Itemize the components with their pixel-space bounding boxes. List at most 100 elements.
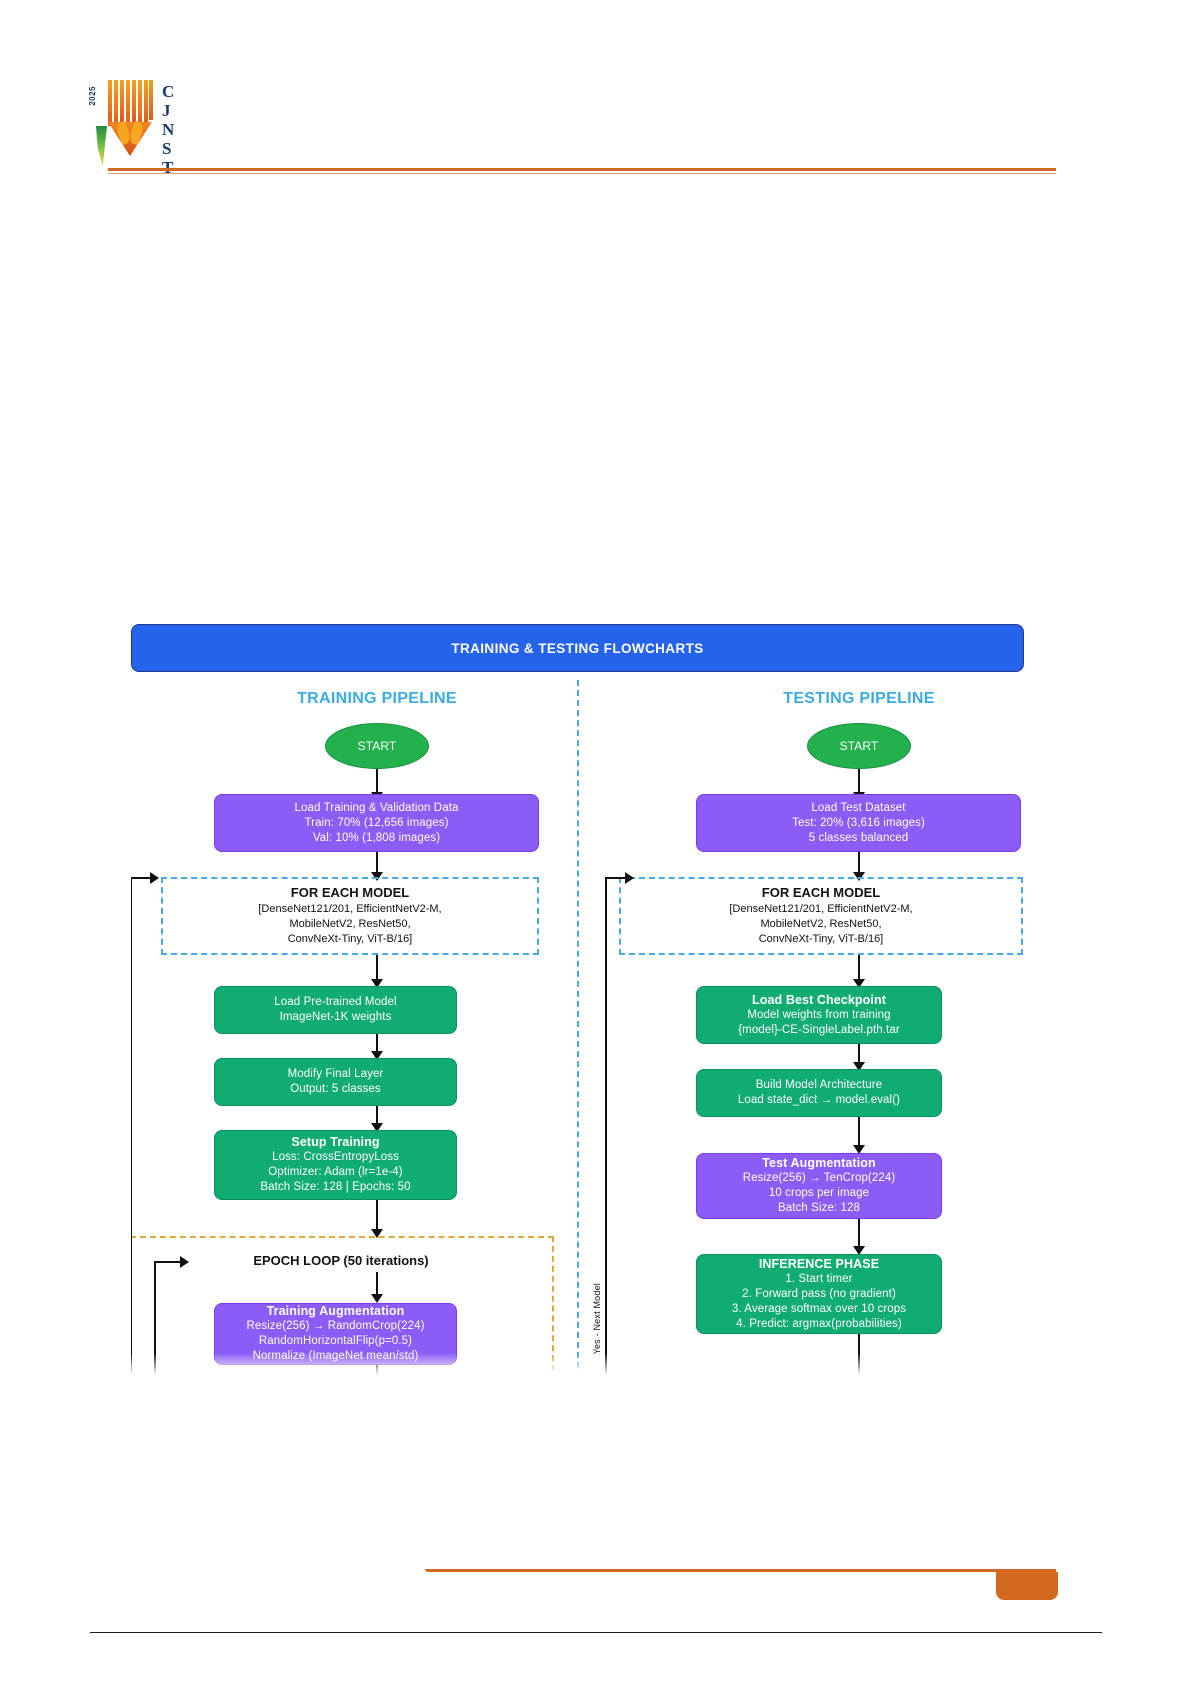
testing-aug-line4: Batch Size: 128 xyxy=(777,1202,861,1214)
connector-training-setup-to-epochloop xyxy=(376,1200,378,1234)
testing-load-checkpoint-node[interactable]: Load Best Checkpoint Model weights from … xyxy=(696,986,942,1044)
training-for-each-line4: ConvNeXt-Tiny, ViT-B/16] xyxy=(287,933,413,945)
training-setup-line4: Batch Size: 128 | Epochs: 50 xyxy=(260,1181,411,1193)
flowchart-figure: TRAINING & TESTING FLOWCHARTS TRAINING P… xyxy=(131,624,1024,1379)
arrowhead-training-3 xyxy=(371,979,383,988)
header-divider-rule-thin xyxy=(108,173,1056,174)
connector-training-start-to-load xyxy=(376,769,378,796)
testing-for-each-model-box: FOR EACH MODEL [DenseNet121/201, Efficie… xyxy=(619,877,1023,955)
training-start-label: START xyxy=(357,738,397,753)
testing-for-each-line2: [DenseNet121/201, EfficientNetV2-M, xyxy=(729,903,913,915)
testing-start-label: START xyxy=(839,738,879,753)
connector-testing-load-to-foreach xyxy=(858,852,860,876)
arrowhead-training-loopback-outer xyxy=(150,872,159,884)
logo-letter-n: N xyxy=(162,120,176,139)
testing-inference-line2: 1. Start timer xyxy=(785,1272,853,1285)
footer-divider-rule xyxy=(425,1569,1056,1572)
logo-letter-c: C xyxy=(162,82,176,101)
footer-corner-tab xyxy=(996,1572,1058,1600)
logo-green-leaf-icon xyxy=(96,126,107,166)
training-aug-line4: Normalize (ImageNet mean/std) xyxy=(252,1350,419,1362)
arrowhead-training-5 xyxy=(371,1123,383,1132)
training-loopback-inner-line xyxy=(154,1261,156,1379)
arrowhead-training-7 xyxy=(371,1294,383,1303)
testing-load-dataset-node[interactable]: Load Test Dataset Test: 20% (3,616 image… xyxy=(696,794,1021,852)
training-setup-line2: Loss: CrossEntropyLoss xyxy=(272,1151,399,1163)
training-next-node-partial xyxy=(214,1376,457,1379)
page-header: 2025 C J N S T xyxy=(0,0,1192,190)
logo-letter-s: S xyxy=(162,139,173,158)
training-load-data-node[interactable]: Load Training & Validation Data Train: 7… xyxy=(214,794,539,852)
footer-bottom-rule xyxy=(90,1632,1102,1633)
arrowhead-testing-3 xyxy=(853,979,865,988)
epoch-loop-label: EPOCH LOOP (50 iterations) xyxy=(253,1253,429,1268)
training-aug-title: Training Augmentation xyxy=(266,1304,405,1318)
testing-for-each-title: FOR EACH MODEL xyxy=(761,885,881,900)
arrowhead-training-2 xyxy=(371,872,383,881)
connector-testing-foreach-to-checkpoint xyxy=(858,955,860,983)
training-modify-layer-title: Modify Final Layer xyxy=(287,1068,384,1080)
logo-letter-t: T xyxy=(162,158,184,177)
testing-checkpoint-line3: {model}-CE-SingleLabel.pth.tar xyxy=(738,1023,900,1036)
connector-testing-aug-to-inference xyxy=(858,1219,860,1251)
training-pipeline-title: TRAINING PIPELINE xyxy=(297,690,457,707)
testing-load-dataset-line2: Test: 20% (3,616 images) xyxy=(792,816,925,829)
training-setup-node[interactable]: Setup Training Loss: CrossEntropyLoss Op… xyxy=(214,1130,457,1200)
testing-aug-line2: Resize(256) → TenCrop(224) xyxy=(742,1172,896,1184)
connector-training-load-to-foreach xyxy=(376,852,378,876)
arrowhead-testing-loopback xyxy=(625,872,634,884)
arrowhead-training-loopback-inner xyxy=(180,1256,189,1268)
connector-testing-start-to-load xyxy=(858,769,860,796)
testing-for-each-line4: ConvNeXt-Tiny, ViT-B/16] xyxy=(758,933,884,945)
testing-inference-line3: 2. Forward pass (no gradient) xyxy=(742,1287,896,1300)
arrowhead-training-4 xyxy=(371,1051,383,1060)
flowchart-title-text: TRAINING & TESTING FLOWCHARTS xyxy=(451,640,704,656)
training-setup-line3: Optimizer: Adam (lr=1e-4) xyxy=(268,1166,403,1178)
training-for-each-title: FOR EACH MODEL xyxy=(290,885,410,900)
arrowhead-testing-4 xyxy=(853,1062,865,1071)
journal-logo: 2025 C J N S T xyxy=(88,78,174,177)
training-loopback-outer-line xyxy=(131,877,132,1379)
testing-checkpoint-title: Load Best Checkpoint xyxy=(752,992,886,1007)
training-setup-title: Setup Training xyxy=(291,1135,380,1149)
training-aug-line2: Resize(256) → RandomCrop(224) xyxy=(246,1320,425,1332)
training-for-each-model-box: FOR EACH MODEL [DenseNet121/201, Efficie… xyxy=(161,877,539,955)
training-augmentation-node[interactable]: Training Augmentation Resize(256) → Rand… xyxy=(214,1303,457,1365)
training-modify-layer-node[interactable]: Modify Final Layer Output: 5 classes xyxy=(214,1058,457,1106)
flowchart-title-banner: TRAINING & TESTING FLOWCHARTS xyxy=(131,624,1024,672)
training-load-pretrained-node[interactable]: Load Pre-trained Model ImageNet-1K weigh… xyxy=(214,986,457,1034)
testing-build-line2: Load state_dict → model.eval() xyxy=(737,1094,901,1106)
training-aug-line3: RandomHorizontalFlip(p=0.5) xyxy=(258,1335,413,1347)
training-load-data-line3: Val: 10% (1,808 images) xyxy=(312,831,441,844)
connector-testing-build-to-aug xyxy=(858,1117,860,1150)
training-load-data-title: Load Training & Validation Data xyxy=(294,801,459,814)
logo-acronym: C J N S T xyxy=(162,82,184,177)
connector-epochloop-to-aug xyxy=(376,1272,378,1300)
testing-pipeline-title: TESTING PIPELINE xyxy=(783,690,935,707)
training-for-each-line3: MobileNetV2, ResNet50, xyxy=(289,918,411,930)
testing-aug-line3: 10 crops per image xyxy=(768,1187,870,1199)
testing-start-node[interactable]: START xyxy=(807,723,911,769)
testing-inference-title: INFERENCE PHASE xyxy=(758,1256,880,1271)
header-divider-rule xyxy=(108,168,1056,171)
logo-year-text: 2025 xyxy=(88,86,97,106)
logo-letter-j: J xyxy=(162,101,172,120)
testing-augmentation-node[interactable]: Test Augmentation Resize(256) → TenCrop(… xyxy=(696,1153,942,1219)
arrowhead-testing-6 xyxy=(853,1246,865,1255)
connector-training-pretrained-to-modify xyxy=(376,1034,378,1055)
testing-build-model-node[interactable]: Build Model Architecture Load state_dict… xyxy=(696,1069,942,1117)
training-start-node[interactable]: START xyxy=(325,723,429,769)
training-load-data-line2: Train: 70% (12,656 images) xyxy=(304,816,449,829)
testing-aug-title: Test Augmentation xyxy=(762,1156,876,1170)
testing-inference-line5: 4. Predict: argmax(probabilities) xyxy=(736,1317,902,1330)
testing-loopback-label: Yes - Next Model xyxy=(592,1283,602,1355)
testing-for-each-line3: MobileNetV2, ResNet50, xyxy=(760,918,882,930)
testing-inference-node[interactable]: INFERENCE PHASE 1. Start timer 2. Forwar… xyxy=(696,1254,942,1334)
testing-inference-line4: 3. Average softmax over 10 crops xyxy=(731,1302,907,1315)
training-loopback-inner-top xyxy=(154,1261,182,1263)
testing-load-dataset-line3: 5 classes balanced xyxy=(808,831,909,844)
arrowhead-training-6 xyxy=(371,1229,383,1238)
logo-book-icon xyxy=(108,80,153,136)
testing-checkpoint-line2: Model weights from training xyxy=(747,1008,891,1021)
testing-build-title: Build Model Architecture xyxy=(755,1079,883,1091)
